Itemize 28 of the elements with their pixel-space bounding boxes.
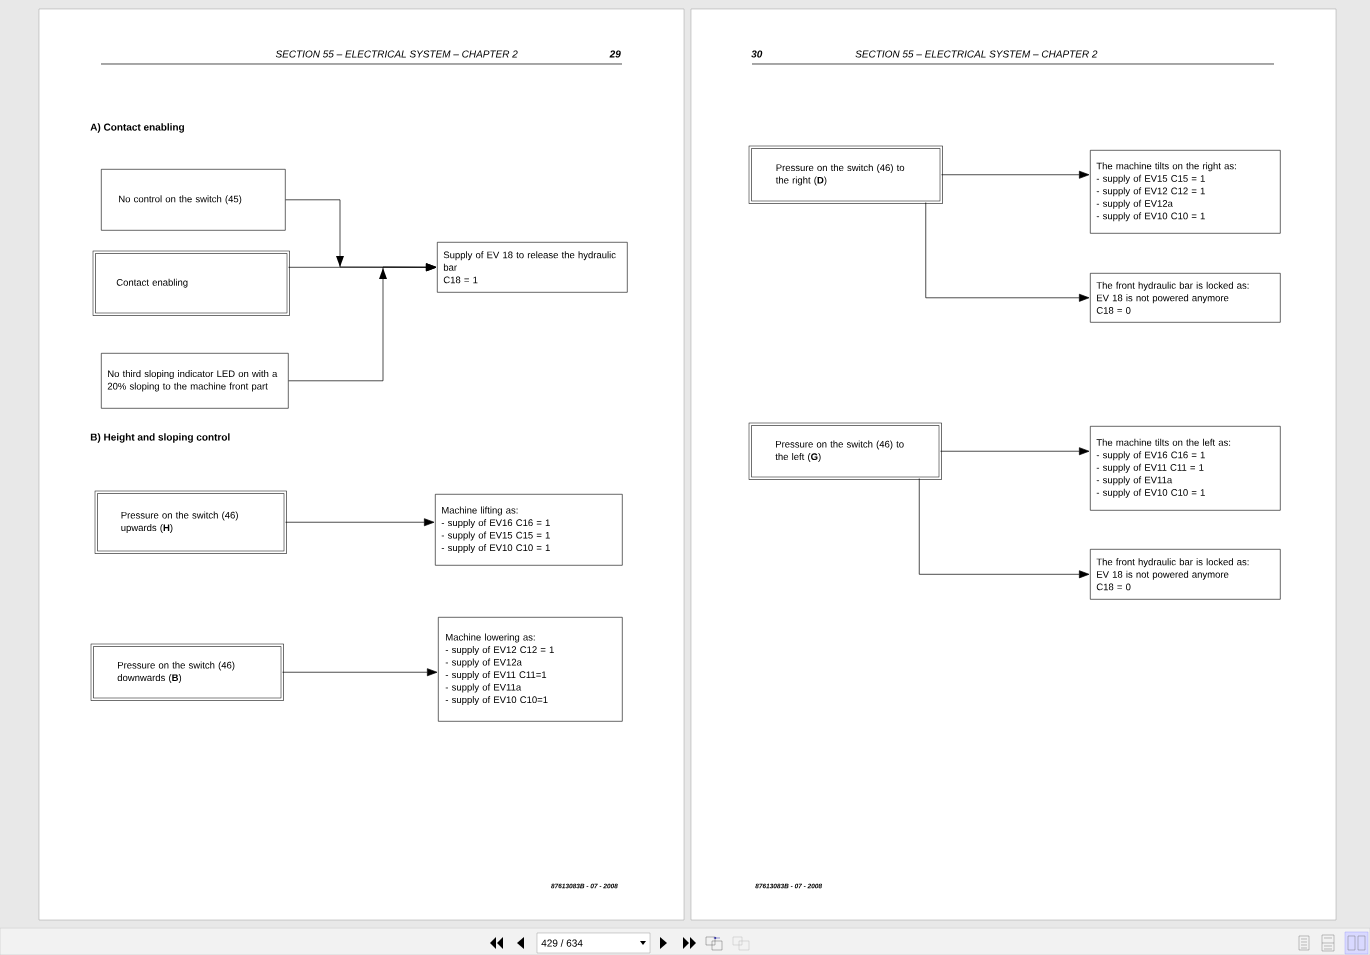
switch-box: Pressure on the switch (46) upwards (H) xyxy=(94,490,287,554)
page-header: SECTION 55 – ELECTRICAL SYSTEM – CHAPTER 2 xyxy=(855,50,1098,58)
arrow xyxy=(940,447,1090,456)
section-heading: A) Contact enabling xyxy=(90,123,184,133)
page-number: 30 xyxy=(751,50,763,58)
process-box: Supply of EV 18 to release the hydraulic bar C18 = 1 xyxy=(437,242,628,293)
section-heading: B) Height and sloping control xyxy=(90,433,230,443)
arrow xyxy=(288,263,437,382)
arrow xyxy=(925,202,1090,302)
process-box: The front hydraulic bar is locked as: EV 18 is not powered anymore C18 = 0 xyxy=(1090,549,1281,600)
arrow xyxy=(282,668,438,677)
page-header: SECTION 55 – ELECTRICAL SYSTEM – CHAPTER 2 xyxy=(275,50,518,58)
process-box: Machine lowering as: - supply of EV12 C12 = 1 - supply of EV12a - supply of EV11 C11=1 - supply of EV11a - supply of EV10 C10=1 xyxy=(438,617,623,722)
process-box: Machine lifting as: - supply of EV16 C16 = 1 - supply of EV15 C15 = 1 - supply of EV10 C10 = 1 xyxy=(435,494,623,566)
process-box: No control on the switch (45) xyxy=(101,169,286,231)
process-box: No third sloping indicator LED on with a 20% sloping to the machine front part xyxy=(101,353,289,409)
process-box: The machine tilts on the right as: - supply of EV15 C15 = 1 - supply of EV12 C12 = 1 - supply of EV12a - supply of EV10 C10 = 1 xyxy=(1090,150,1281,234)
switch-box: Pressure on the switch (46) to the left (G) xyxy=(748,422,942,480)
process-box: The machine tilts on the left as: - supply of EV16 C16 = 1 - supply of EV11 C11 = 1 - supply of EV11a - supply of EV10 C10 = 1 xyxy=(1090,426,1281,511)
page-number: 29 xyxy=(609,50,621,58)
arrow xyxy=(918,478,1090,579)
page-number-field: 429 / 634 xyxy=(536,932,651,954)
arrow xyxy=(285,518,435,527)
switch-box: Pressure on the switch (46) to the right (D) xyxy=(748,145,943,204)
switch-box: Contact enabling xyxy=(92,250,290,316)
arrow xyxy=(941,170,1090,179)
process-box: The front hydraulic bar is locked as: EV 18 is not powered anymore C18 = 0 xyxy=(1090,273,1281,323)
switch-box: Pressure on the switch (46) downwards (B) xyxy=(90,643,284,701)
